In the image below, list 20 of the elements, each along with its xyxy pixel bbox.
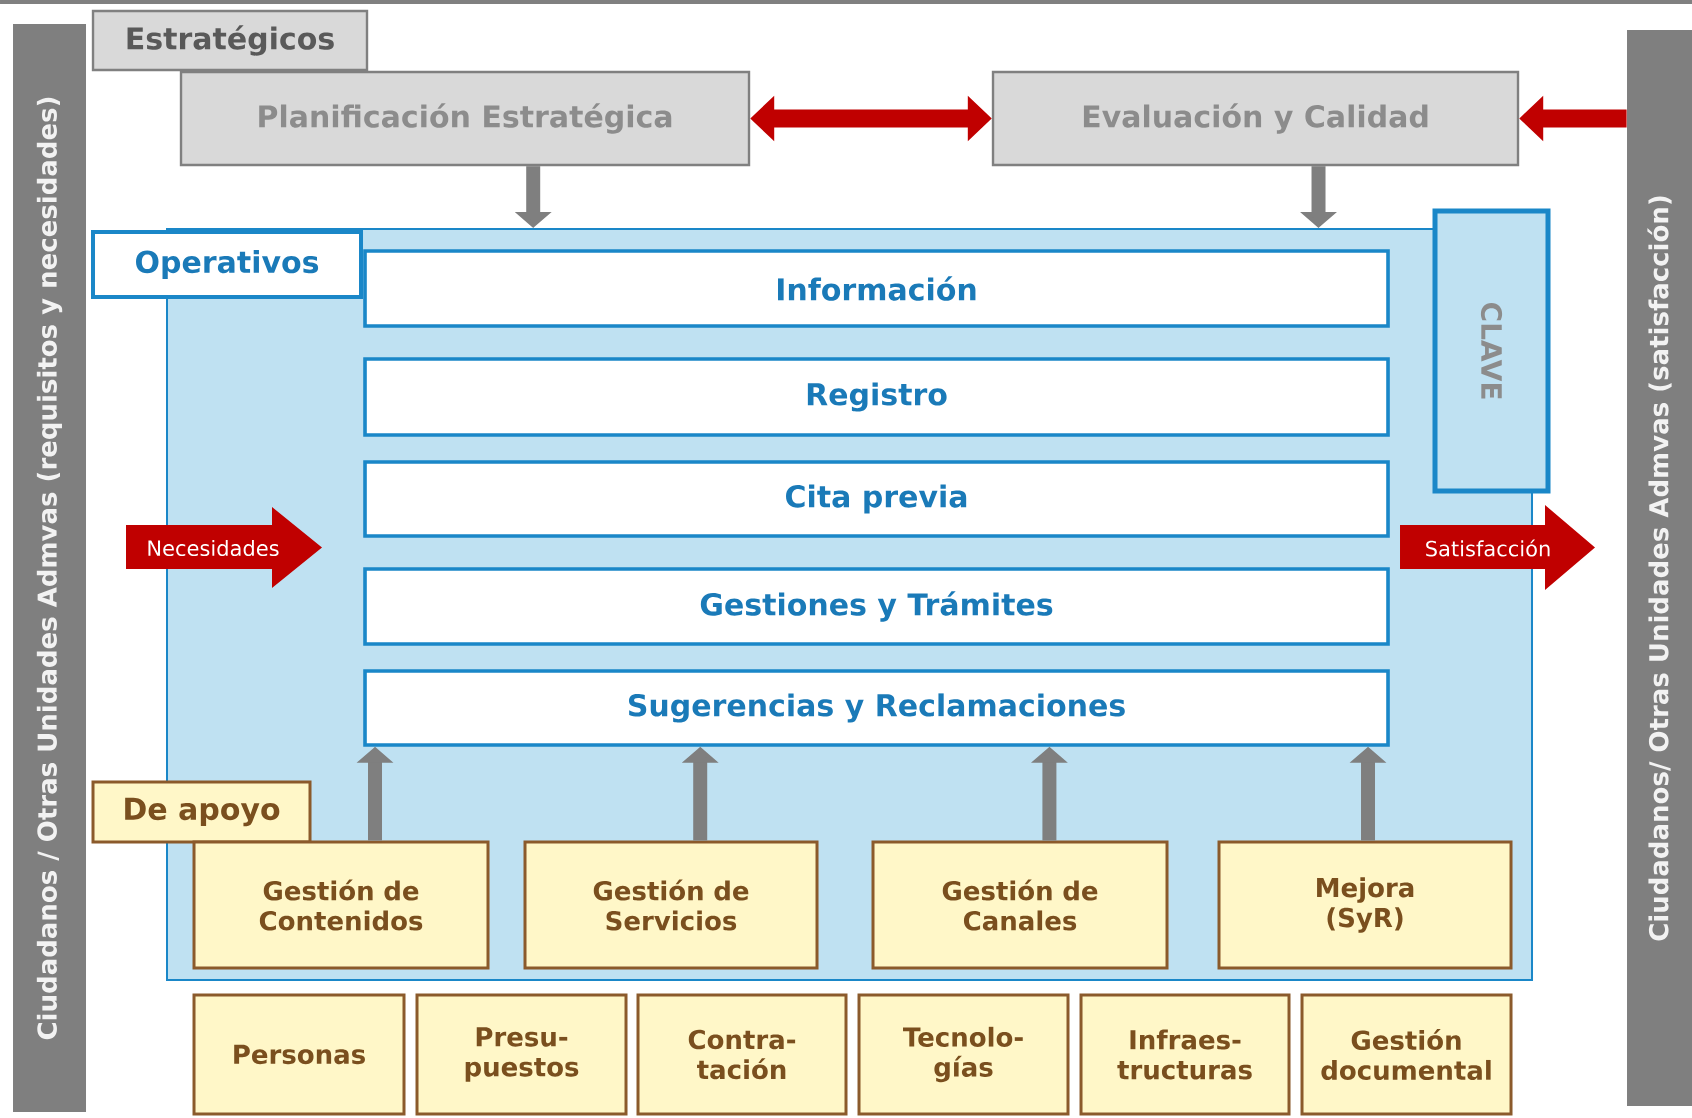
support-box: Gestión de Canales	[871, 840, 1169, 970]
side-band: Ciudadanos/ Otras Unidades Admvas (satisfacción)	[1627, 30, 1692, 1106]
support-box: Infraes- tructuras	[1079, 993, 1291, 1116]
support-box: Mejora (SyR)	[1217, 840, 1513, 970]
support-box: Gestión documental	[1300, 993, 1513, 1116]
category-tab: Estratégicos	[91, 9, 369, 72]
process-box: Gestiones y Trámites	[363, 567, 1390, 646]
support-box: Presu- puestos	[415, 993, 628, 1116]
support-box: Gestión de Servicios	[523, 840, 819, 970]
key-box: CLAVE	[1432, 208, 1551, 494]
support-box: Tecnolo- gías	[857, 993, 1070, 1116]
process-box: Sugerencias y Reclamaciones	[363, 669, 1390, 747]
category-tab: Operativos	[91, 230, 363, 299]
side-band: Ciudadanos / Otras Unidades Admvas (requisitos y necesidades)	[13, 24, 86, 1112]
support-box: Contra- tación	[636, 993, 848, 1116]
process-box: Registro	[363, 357, 1390, 437]
category-tab: De apoyo	[91, 780, 312, 844]
process-box: Evaluación y Calidad	[991, 70, 1520, 167]
process-box: Cita previa	[363, 460, 1390, 538]
support-box: Personas	[192, 993, 406, 1116]
